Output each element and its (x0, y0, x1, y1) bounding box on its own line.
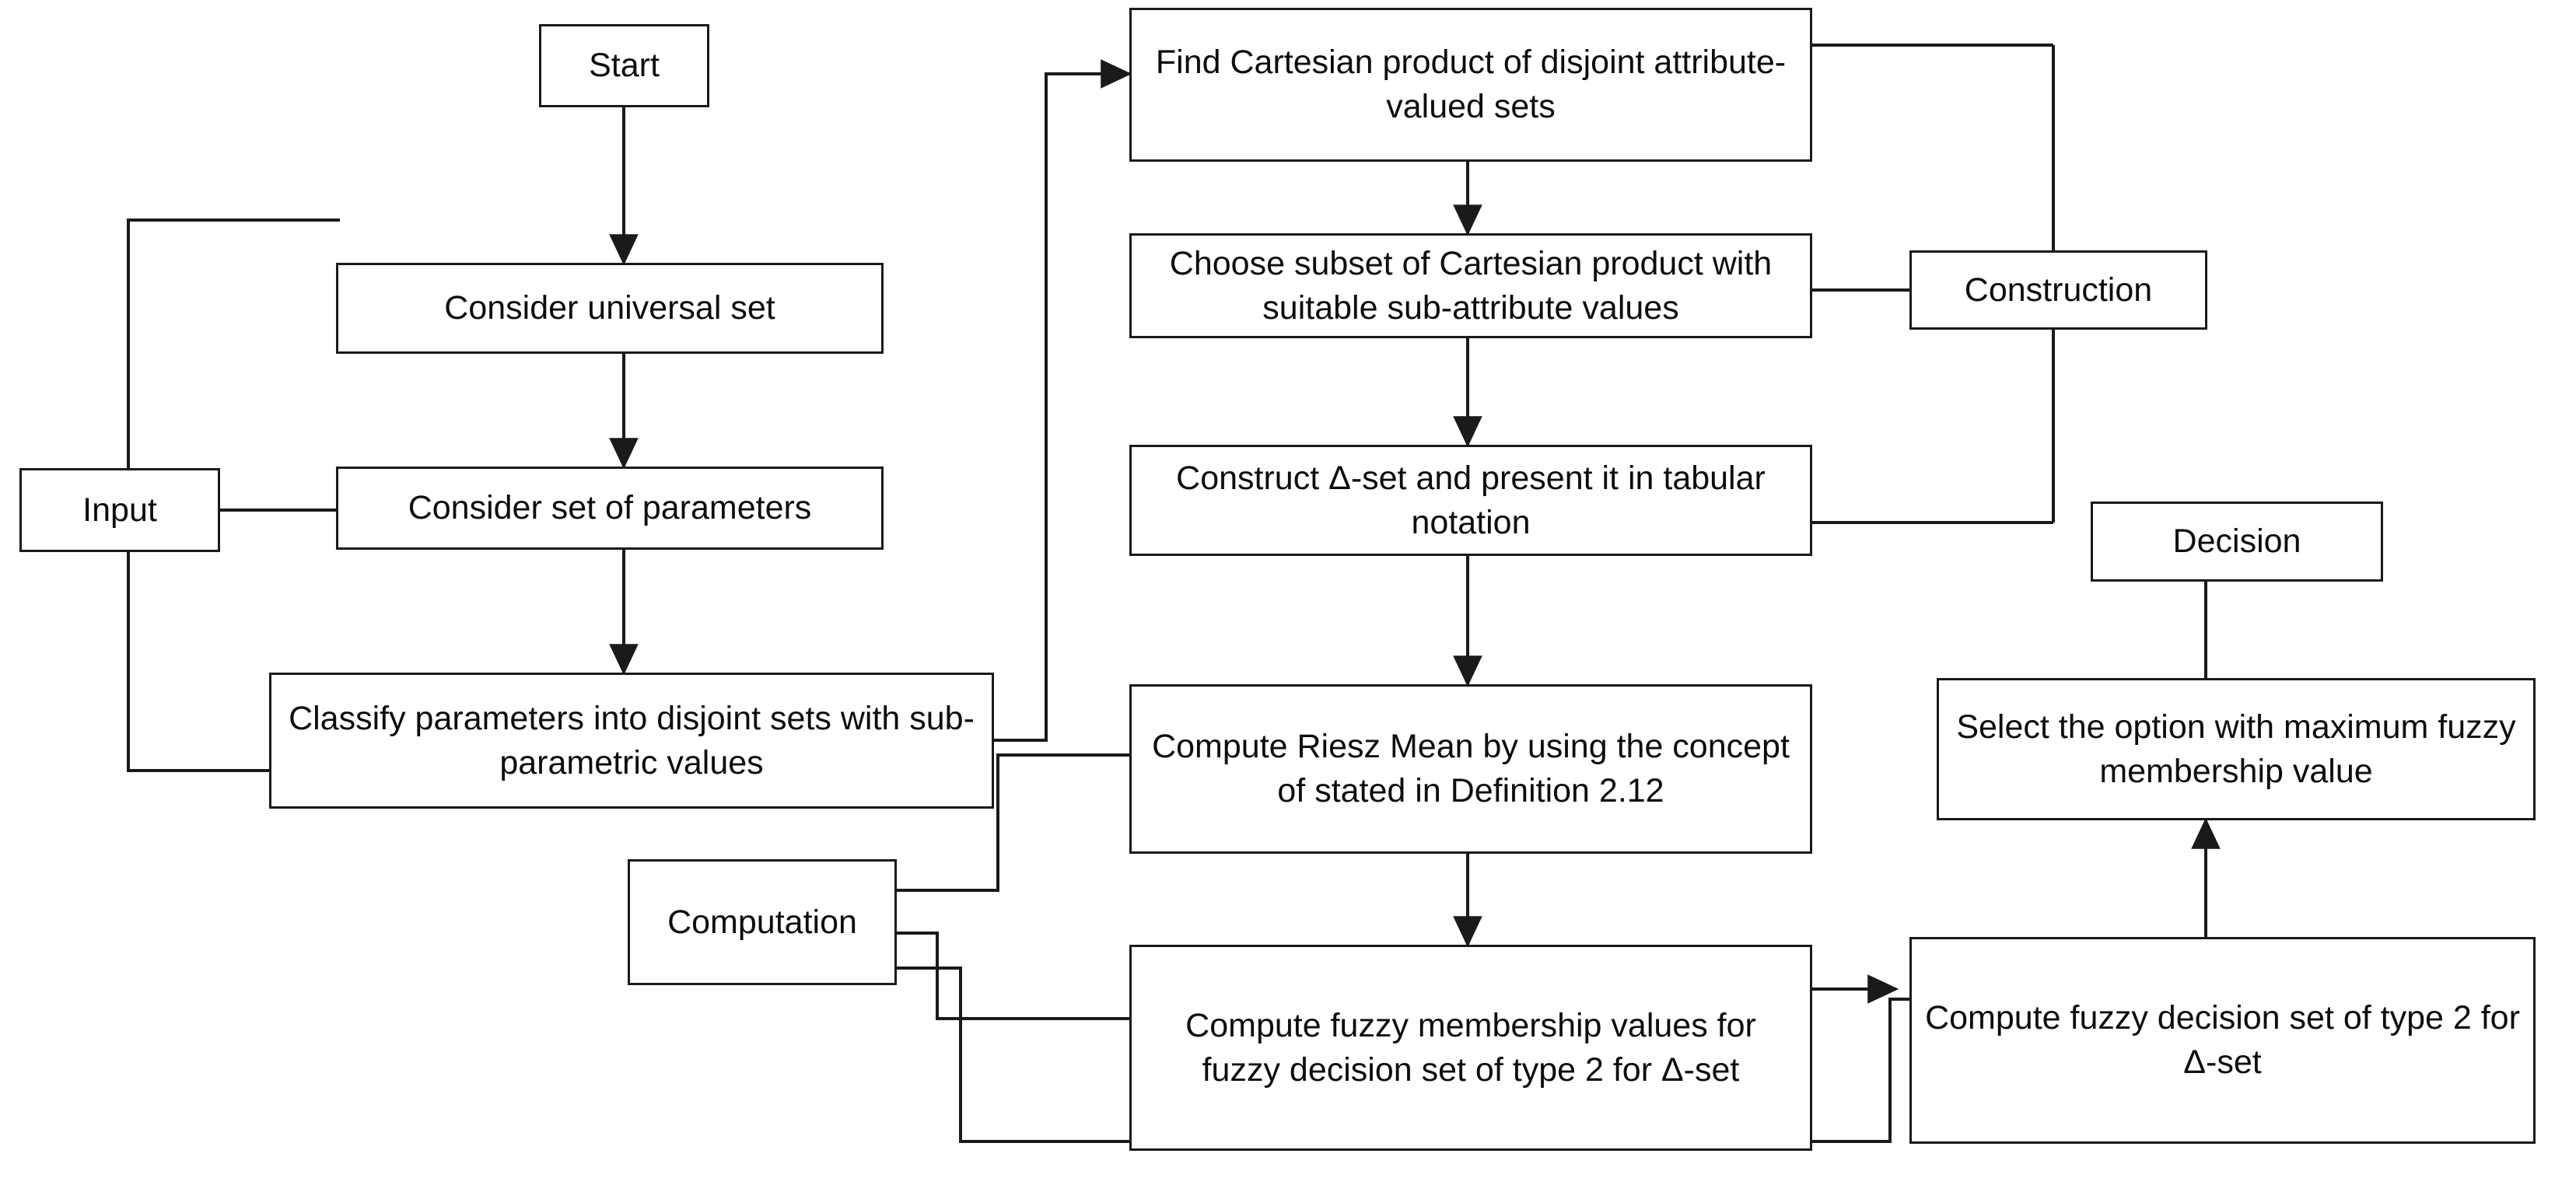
node-consider-universal-set-label: Consider universal set (444, 289, 775, 327)
node-select-option-label: Select the option with maximum fuzzy mem… (1956, 708, 2516, 790)
node-decision[interactable]: Decision (2091, 502, 2383, 582)
node-input-label: Input (82, 491, 157, 529)
node-construct-delta-set[interactable]: Construct Δ-set and present it in tabula… (1129, 445, 1812, 556)
node-computation-label: Computation (667, 903, 857, 941)
node-compute-fuzzy-decision-set-label: Compute fuzzy decision set of type 2 for… (1925, 999, 2520, 1081)
node-compute-fuzzy-membership[interactable]: Compute fuzzy membership values for fuzz… (1129, 945, 1812, 1151)
node-classify-parameters[interactable]: Classify parameters into disjoint sets w… (269, 673, 994, 809)
node-find-cartesian-product[interactable]: Find Cartesian product of disjoint attri… (1129, 8, 1812, 162)
node-construction-label: Construction (1964, 271, 2153, 309)
node-computation[interactable]: Computation (628, 859, 897, 985)
node-construction[interactable]: Construction (1909, 250, 2207, 330)
node-select-option[interactable]: Select the option with maximum fuzzy mem… (1937, 678, 2536, 820)
node-consider-universal-set[interactable]: Consider universal set (336, 263, 884, 354)
node-start[interactable]: Start (539, 24, 709, 107)
node-compute-fuzzy-decision-set[interactable]: Compute fuzzy decision set of type 2 for… (1909, 937, 2536, 1144)
node-classify-parameters-label: Classify parameters into disjoint sets w… (289, 699, 975, 781)
node-decision-label: Decision (2172, 523, 2301, 561)
node-consider-set-of-parameters-label: Consider set of parameters (408, 489, 812, 527)
node-choose-subset[interactable]: Choose subset of Cartesian product with … (1129, 233, 1812, 338)
node-find-cartesian-product-label: Find Cartesian product of disjoint attri… (1155, 44, 1787, 125)
edge-computation-to-membership (897, 932, 1129, 1020)
node-compute-fuzzy-membership-label: Compute fuzzy membership values for fuzz… (1185, 1006, 1756, 1089)
node-consider-set-of-parameters[interactable]: Consider set of parameters (336, 467, 884, 550)
node-start-label: Start (589, 47, 660, 85)
node-input[interactable]: Input (19, 468, 220, 552)
node-compute-riesz-mean[interactable]: Compute Riesz Mean by using the concept … (1129, 684, 1812, 854)
edge-classify-to-cartesian (994, 59, 1132, 742)
node-compute-riesz-mean-label: Compute Riesz Mean by using the concept … (1152, 728, 1790, 809)
node-choose-subset-label: Choose subset of Cartesian product with … (1169, 244, 1773, 327)
edge-input-trunk-upper (127, 218, 340, 319)
node-construct-delta-set-label: Construct Δ-set and present it in tabula… (1176, 459, 1766, 541)
